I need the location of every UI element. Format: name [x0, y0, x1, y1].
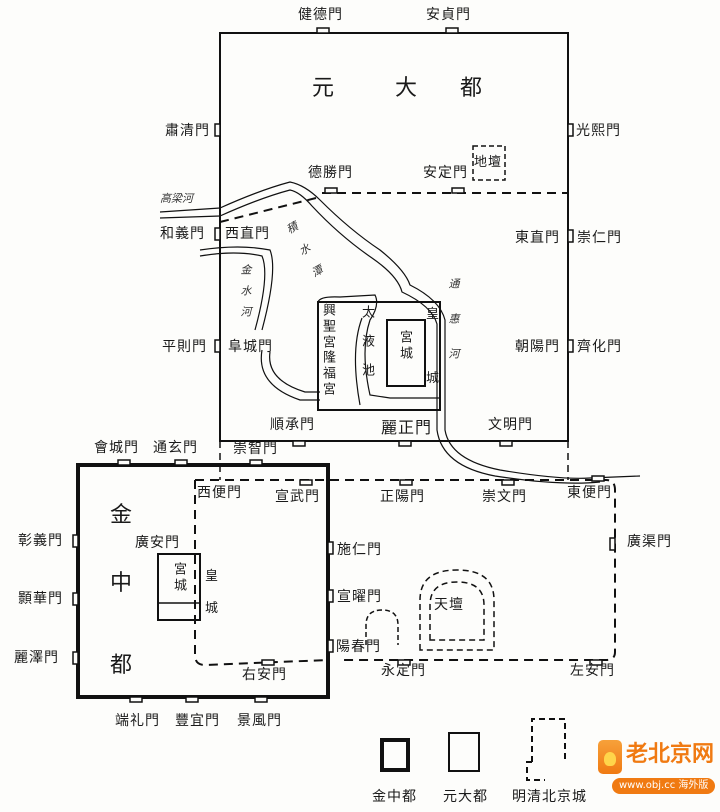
longfu-palace-label: 隆福宮 [320, 350, 335, 398]
gate-label: 安貞門 [426, 7, 471, 23]
gate-label: 景風門 [237, 713, 282, 729]
gate-label: 西直門 [225, 226, 270, 242]
gate-label: 崇仁門 [577, 230, 622, 246]
jin-imperial-label-2: 城 [205, 601, 220, 616]
gate-label: 永定門 [381, 663, 426, 679]
gate-label: 彰義門 [18, 533, 63, 549]
gate-label: 右安門 [242, 667, 287, 683]
watermark-title: 老北京网 [626, 742, 715, 767]
watermark-url: www.obj.cc 海外版 [612, 778, 716, 794]
legend-jin-label: 金中都 [372, 789, 417, 805]
tiantan-label: 天壇 [434, 597, 464, 613]
gate-label: 安定門 [423, 165, 468, 181]
gate-label: 宣曜門 [337, 589, 382, 605]
jin-imperial-label-1: 皇 [205, 569, 220, 584]
gate-label: 朝陽門 [515, 339, 560, 355]
gate-label: 通玄門 [153, 440, 198, 456]
gate-label: 東直門 [515, 230, 560, 246]
imperial-city-label-1: 皇 [426, 307, 441, 322]
gate-label: 麗正門 [381, 418, 433, 437]
jinshui-river-label: 金水河 [239, 264, 252, 327]
imperial-city-label-2: 城 [426, 371, 441, 386]
taiye-pond-label: 太液池 [359, 305, 374, 392]
rivers [159, 181, 641, 484]
small-altar-outline [365, 609, 399, 645]
gate-label: 麗澤門 [14, 650, 59, 666]
gate-label: 文明門 [488, 417, 533, 433]
tiantan-inner [429, 581, 485, 641]
gate-label: 豐宜門 [175, 713, 220, 729]
gate-label: 平則門 [162, 339, 207, 355]
watermark-lantern-icon [598, 740, 622, 774]
gate-label: 西便門 [197, 485, 242, 501]
gate-label: 陽春門 [336, 639, 381, 655]
ming-north-wall [219, 192, 568, 223]
gate-label: 肅清門 [165, 123, 210, 139]
gate-label: 健德門 [298, 7, 343, 23]
ming-inner-south-extension [219, 441, 569, 480]
ming-outer-city-wall [194, 479, 616, 667]
gate-markers [72, 27, 616, 703]
gate-label: 和義門 [160, 226, 205, 242]
gate-label: 德勝門 [308, 165, 353, 181]
gate-label: 光熙門 [576, 123, 621, 139]
yuan-title-1: 元 [312, 76, 335, 101]
gate-label: 左安門 [570, 663, 615, 679]
jin-zhongdu-wall [76, 463, 330, 699]
ditan-outline [472, 145, 506, 181]
gate-label: 正陽門 [380, 489, 425, 505]
gate-label: 施仁門 [337, 542, 382, 558]
gate-label: 廣安門 [135, 535, 180, 551]
legend-jin-swatch [380, 738, 410, 772]
legend-ming-label: 明清北京城 [512, 789, 587, 805]
tonghui-river-label: 通惠河 [447, 278, 460, 383]
yuan-title-2: 大 [395, 76, 418, 101]
gate-label: 崇智門 [233, 441, 278, 457]
tiantan-outer [419, 569, 495, 651]
jin-title-2: 中 [110, 571, 133, 596]
gate-label: 阜城門 [228, 339, 273, 355]
jin-palace-label: 宮城 [171, 562, 186, 594]
gate-label: 廣渠門 [627, 534, 672, 550]
jin-palace [157, 553, 201, 621]
gate-label: 顥華門 [18, 591, 63, 607]
gate-label: 會城門 [94, 440, 139, 456]
xingsheng-palace-label: 興聖宮 [320, 303, 335, 351]
yuan-title-3: 都 [460, 76, 483, 101]
yuan-palace [386, 319, 426, 387]
legend-yuan-label: 元大都 [443, 789, 488, 805]
yuan-palace-label: 宮城 [397, 330, 412, 362]
gate-label: 宣武門 [275, 489, 320, 505]
jin-title-1: 金 [110, 503, 133, 528]
legend-yuan-swatch [448, 732, 480, 772]
gate-label: 崇文門 [482, 489, 527, 505]
gaoliang-river-label: 高梁河 [160, 192, 193, 205]
gate-label: 順承門 [270, 417, 315, 433]
gate-label: 齊化門 [577, 339, 622, 355]
legend-ming-swatch [526, 718, 566, 781]
ditan-label: 地壇 [474, 155, 503, 170]
jin-title-3: 都 [110, 653, 133, 678]
gate-label: 端礼門 [115, 713, 160, 729]
gate-label: 東便門 [567, 485, 612, 501]
yuan-imperial-city [317, 301, 441, 411]
